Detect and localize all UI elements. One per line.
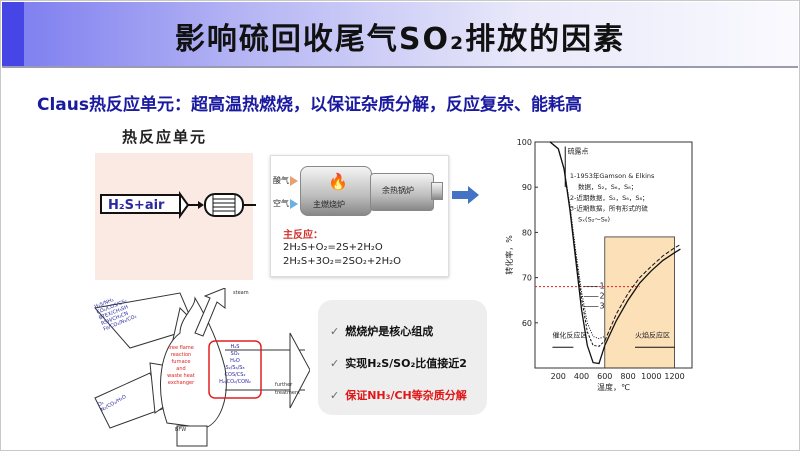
air-arrow-icon xyxy=(290,199,298,209)
check-icon: ✓ xyxy=(330,357,340,370)
y-axis-label: 转化率，% xyxy=(504,235,514,275)
x-axis-label: 温度，℃ xyxy=(597,382,630,392)
outlet-nozzle xyxy=(431,182,443,200)
air-inlet-label: 空气 xyxy=(273,199,289,208)
x-tick-label: 400 xyxy=(574,372,589,381)
furnace-text: and xyxy=(176,366,186,372)
further-text: treatment xyxy=(275,390,301,396)
furnace-text: furnace xyxy=(171,359,191,365)
x-tick-label: 1200 xyxy=(664,372,684,381)
legend-entry: 1-1953年Gamson & Elkins xyxy=(570,171,655,180)
x-tick-label: 200 xyxy=(551,372,566,381)
product-item: SO₂ xyxy=(230,351,240,357)
feed-label: H₂S+air xyxy=(100,194,180,214)
acid-gas-inlet-label: 酸气 xyxy=(273,176,289,185)
curve-label: 3 xyxy=(600,301,605,310)
main-furnace-label: 主燃烧炉 xyxy=(313,200,345,209)
series-line-high-temp-dashed xyxy=(604,244,681,342)
product-item: S₂/S₆/S₈ xyxy=(225,365,245,371)
product-item: H₂S xyxy=(230,344,240,350)
subtitle: Claus热反应单元：超高温热燃烧，以保证杂质分解，反应复杂、能耗高 xyxy=(37,95,582,115)
y-tick-label: 70 xyxy=(522,274,532,283)
unit-label: 热反应单元 xyxy=(122,128,208,146)
dew-point-label: 硫露点 xyxy=(568,146,589,155)
waste-heat-boiler xyxy=(370,173,434,211)
catalytic-zone-label: 催化反应区 xyxy=(552,331,587,340)
bullet-item: ✓ 实现H₂S/SO₂比值接近2 xyxy=(330,355,467,371)
title-bar xyxy=(2,2,798,68)
series-line-high-temp-solid xyxy=(604,248,681,346)
legend-entry: 2-近期数据，S₂，S₆，S₈； xyxy=(570,193,649,202)
arrow-right-icon xyxy=(452,186,479,204)
legend-entry: Sₓ(S₂～S₈) xyxy=(578,216,610,224)
further-text: further xyxy=(275,382,293,388)
flame-zone-label: 火焰反应区 xyxy=(635,331,670,340)
boiler-label: 余热锅炉 xyxy=(382,186,414,195)
x-tick-label: 600 xyxy=(597,372,612,381)
main-furnace xyxy=(300,166,372,216)
furnace-text: waste heat xyxy=(167,373,195,379)
bfw-label: BFW xyxy=(175,427,187,433)
bullet-item: ✓ 燃烧炉是核心组成 xyxy=(330,323,433,339)
check-icon: ✓ xyxy=(330,325,340,338)
check-icon: ✓ xyxy=(330,389,340,402)
y-tick-label: 90 xyxy=(522,183,532,192)
x-tick-label: 800 xyxy=(620,372,635,381)
page-title: 影响硫回收尾气SO₂排放的因素 xyxy=(174,22,626,57)
steam-label: steam xyxy=(233,290,249,296)
product-item: H₂O xyxy=(230,358,240,364)
further-treatment-label: further treatment xyxy=(275,381,300,397)
x-tick-label: 1000 xyxy=(641,372,661,381)
accent-stripe xyxy=(2,2,24,66)
equation-1: 2H₂S+O₂=2S+2H₂O xyxy=(283,242,383,253)
furnace-text: exchanger xyxy=(167,380,195,386)
product-item: H₂/CO₂/CON₂ xyxy=(219,379,251,385)
bullet-text: 燃烧炉是核心组成 xyxy=(345,325,434,338)
plot-frame xyxy=(534,141,693,369)
series-line-1 xyxy=(549,141,605,340)
legend-entry: 数据，S₂，S₆，S₈； xyxy=(578,182,637,191)
main-reaction-label: 主反应： xyxy=(283,230,323,241)
furnace-text: free flame xyxy=(168,345,194,351)
bullet-text: 保证NH₃/CH等杂质分解 xyxy=(345,389,467,402)
equation-2: 2H₂S+3O₂=2SO₂+2H₂O xyxy=(283,256,401,267)
acid-gas-arrow-icon xyxy=(290,176,298,186)
y-tick-label: 100 xyxy=(517,138,532,147)
series-line-3 xyxy=(549,141,606,365)
product-item: COS/CS₂ xyxy=(224,372,246,378)
curve-label: 2 xyxy=(600,291,605,300)
flame-zone-region xyxy=(604,236,675,369)
process-diagram xyxy=(94,288,310,447)
furnace-text: reaction xyxy=(170,352,192,358)
legend-entry: 3-近期数据，所有形式的硫 xyxy=(570,204,648,213)
y-tick-label: 60 xyxy=(522,319,532,328)
bullet-text: 实现H₂S/SO₂比值接近2 xyxy=(345,357,467,370)
y-tick-label: 80 xyxy=(522,228,532,237)
curve-label: 1 xyxy=(600,281,605,290)
key-points-panel xyxy=(318,300,487,415)
flame-icon: 🔥 xyxy=(328,172,348,191)
heat-exchanger-icon xyxy=(179,190,256,220)
bullet-item: ✓ 保证NH₃/CH等杂质分解 xyxy=(330,387,467,403)
